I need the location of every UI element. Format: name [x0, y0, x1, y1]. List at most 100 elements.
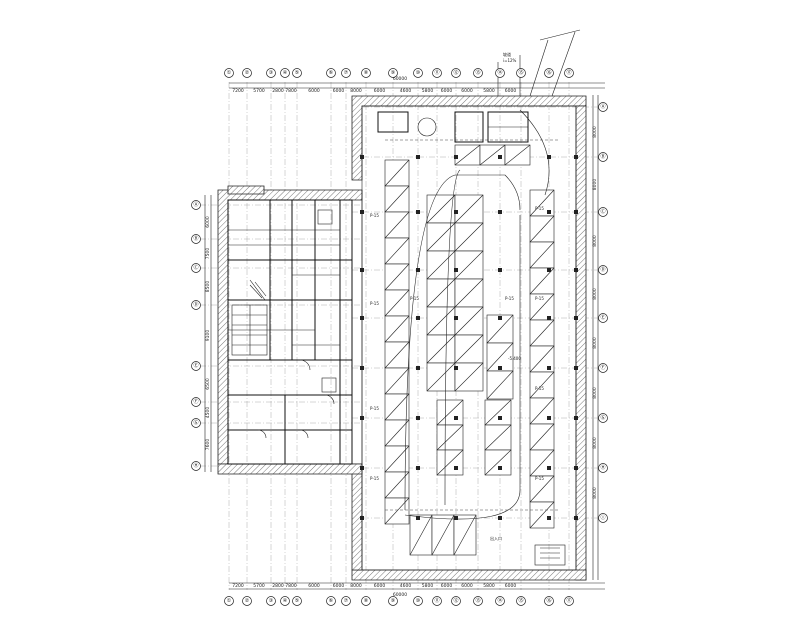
dimension-label: 9100 [205, 330, 211, 342]
stall-label: P-15 [370, 406, 379, 411]
exit-label: 出入口 [490, 535, 502, 541]
grid-bubble-label: ⑮ [518, 69, 523, 76]
grid-bubble-label: ⑯ [546, 69, 551, 76]
dimension-label: 7800 [285, 88, 297, 94]
dimension-label: 7600 [205, 439, 211, 451]
grid-bubble [516, 596, 526, 606]
grid-bubble [191, 200, 201, 210]
grid-bubble [495, 596, 505, 606]
grid-bubble [564, 596, 574, 606]
dimension-label: 6000 [308, 583, 320, 589]
column [498, 210, 502, 214]
column [547, 416, 551, 420]
grid-bubble-label: ⑧ [364, 70, 369, 76]
column [454, 155, 458, 159]
grid-bubble-label: Ⓑ [193, 235, 198, 242]
dimension-label: 6000 [374, 583, 386, 589]
dimension-label: 7500 [205, 248, 211, 260]
stall-label: P-15 [370, 476, 379, 481]
column [547, 466, 551, 470]
column [416, 210, 420, 214]
column [454, 466, 458, 470]
grid-bubble [292, 596, 302, 606]
grid-bubble [598, 463, 608, 473]
dimension-label: 6000 [308, 88, 320, 94]
dimension-label: 8000 [592, 337, 598, 349]
grid-bubble [326, 596, 336, 606]
column [416, 466, 420, 470]
grid-bubble-label: ⑤ [295, 70, 299, 76]
grid-bubble [544, 596, 554, 606]
dimension-label: 7200 [232, 583, 244, 589]
dimension-label: 6500 [205, 378, 211, 390]
column [454, 210, 458, 214]
grid-bubble-label: ⑭ [497, 597, 502, 604]
grid-bubble-label: ⑫ [453, 69, 458, 76]
grid-bubble [242, 596, 252, 606]
grid-bubble [326, 68, 336, 78]
grid-bubble [191, 461, 201, 471]
grid-bubble-label: ④ [283, 70, 288, 76]
dimension-label: 8500 [205, 281, 211, 293]
grid-bubble-label: Ⓔ [600, 314, 605, 321]
dimension-label: 8000 [592, 437, 598, 449]
stall-label: P-15 [410, 296, 419, 301]
column [454, 516, 458, 520]
column [416, 155, 420, 159]
column [454, 366, 458, 370]
column [498, 268, 502, 272]
grid-bubble-label: ⑯ [546, 597, 551, 604]
level-label: -5.400 [508, 356, 521, 361]
column [547, 316, 551, 320]
ramp-label: 坡道 [503, 51, 511, 57]
column [547, 210, 551, 214]
dimension-label: 6000 [441, 88, 453, 94]
grid-bubble [242, 68, 252, 78]
grid-bubble [598, 363, 608, 373]
grid-bubble-label: Ⓘ [600, 514, 605, 521]
dimension-label: 6000 [505, 88, 517, 94]
grid-bubble [413, 68, 423, 78]
dimension-label: 4500 [205, 407, 211, 419]
grid-bubble [451, 68, 461, 78]
grid-bubble-label: ② [245, 70, 250, 76]
column [454, 416, 458, 420]
grid-bubble-label: Ⓕ [600, 364, 605, 371]
total-dimension-bottom: 60000 [393, 592, 407, 598]
column [547, 155, 551, 159]
grid-bubble-label: Ⓖ [600, 414, 605, 421]
column [498, 366, 502, 370]
column [416, 516, 420, 520]
grid-bubble [191, 418, 201, 428]
grid-bubble [191, 397, 201, 407]
column [416, 366, 420, 370]
dimension-label: 5700 [253, 88, 265, 94]
column [498, 516, 502, 520]
grid-bubble-label: ⑬ [475, 69, 480, 76]
grid-bubble-label: ⑪ [434, 597, 439, 604]
grid-bubble [598, 265, 608, 275]
dimension-label: 6000 [461, 583, 473, 589]
grid-bubble-label: Ⓕ [193, 398, 198, 405]
grid-bubble [280, 68, 290, 78]
grid-bubble-label: Ⓒ [193, 264, 198, 271]
grid-bubble [544, 68, 554, 78]
dimension-label: 5800 [422, 583, 434, 589]
grid-bubble-label: ⑩ [416, 70, 421, 76]
annex-rooms [227, 199, 353, 465]
grid-bubble-label: ⑦ [344, 598, 349, 604]
dimension-label: 8000 [592, 235, 598, 247]
stall-label: P-15 [370, 301, 379, 306]
grid-bubble-label: ⑥ [329, 70, 334, 76]
column [547, 268, 551, 272]
grid-bubble [598, 207, 608, 217]
stall-label: P-15 [535, 386, 544, 391]
grid-bubble-label: Ⓗ [600, 464, 605, 471]
column [547, 366, 551, 370]
garage-inner-outline [361, 105, 577, 571]
grid-bubble [598, 413, 608, 423]
grid-bubble-label: ⑮ [518, 597, 523, 604]
